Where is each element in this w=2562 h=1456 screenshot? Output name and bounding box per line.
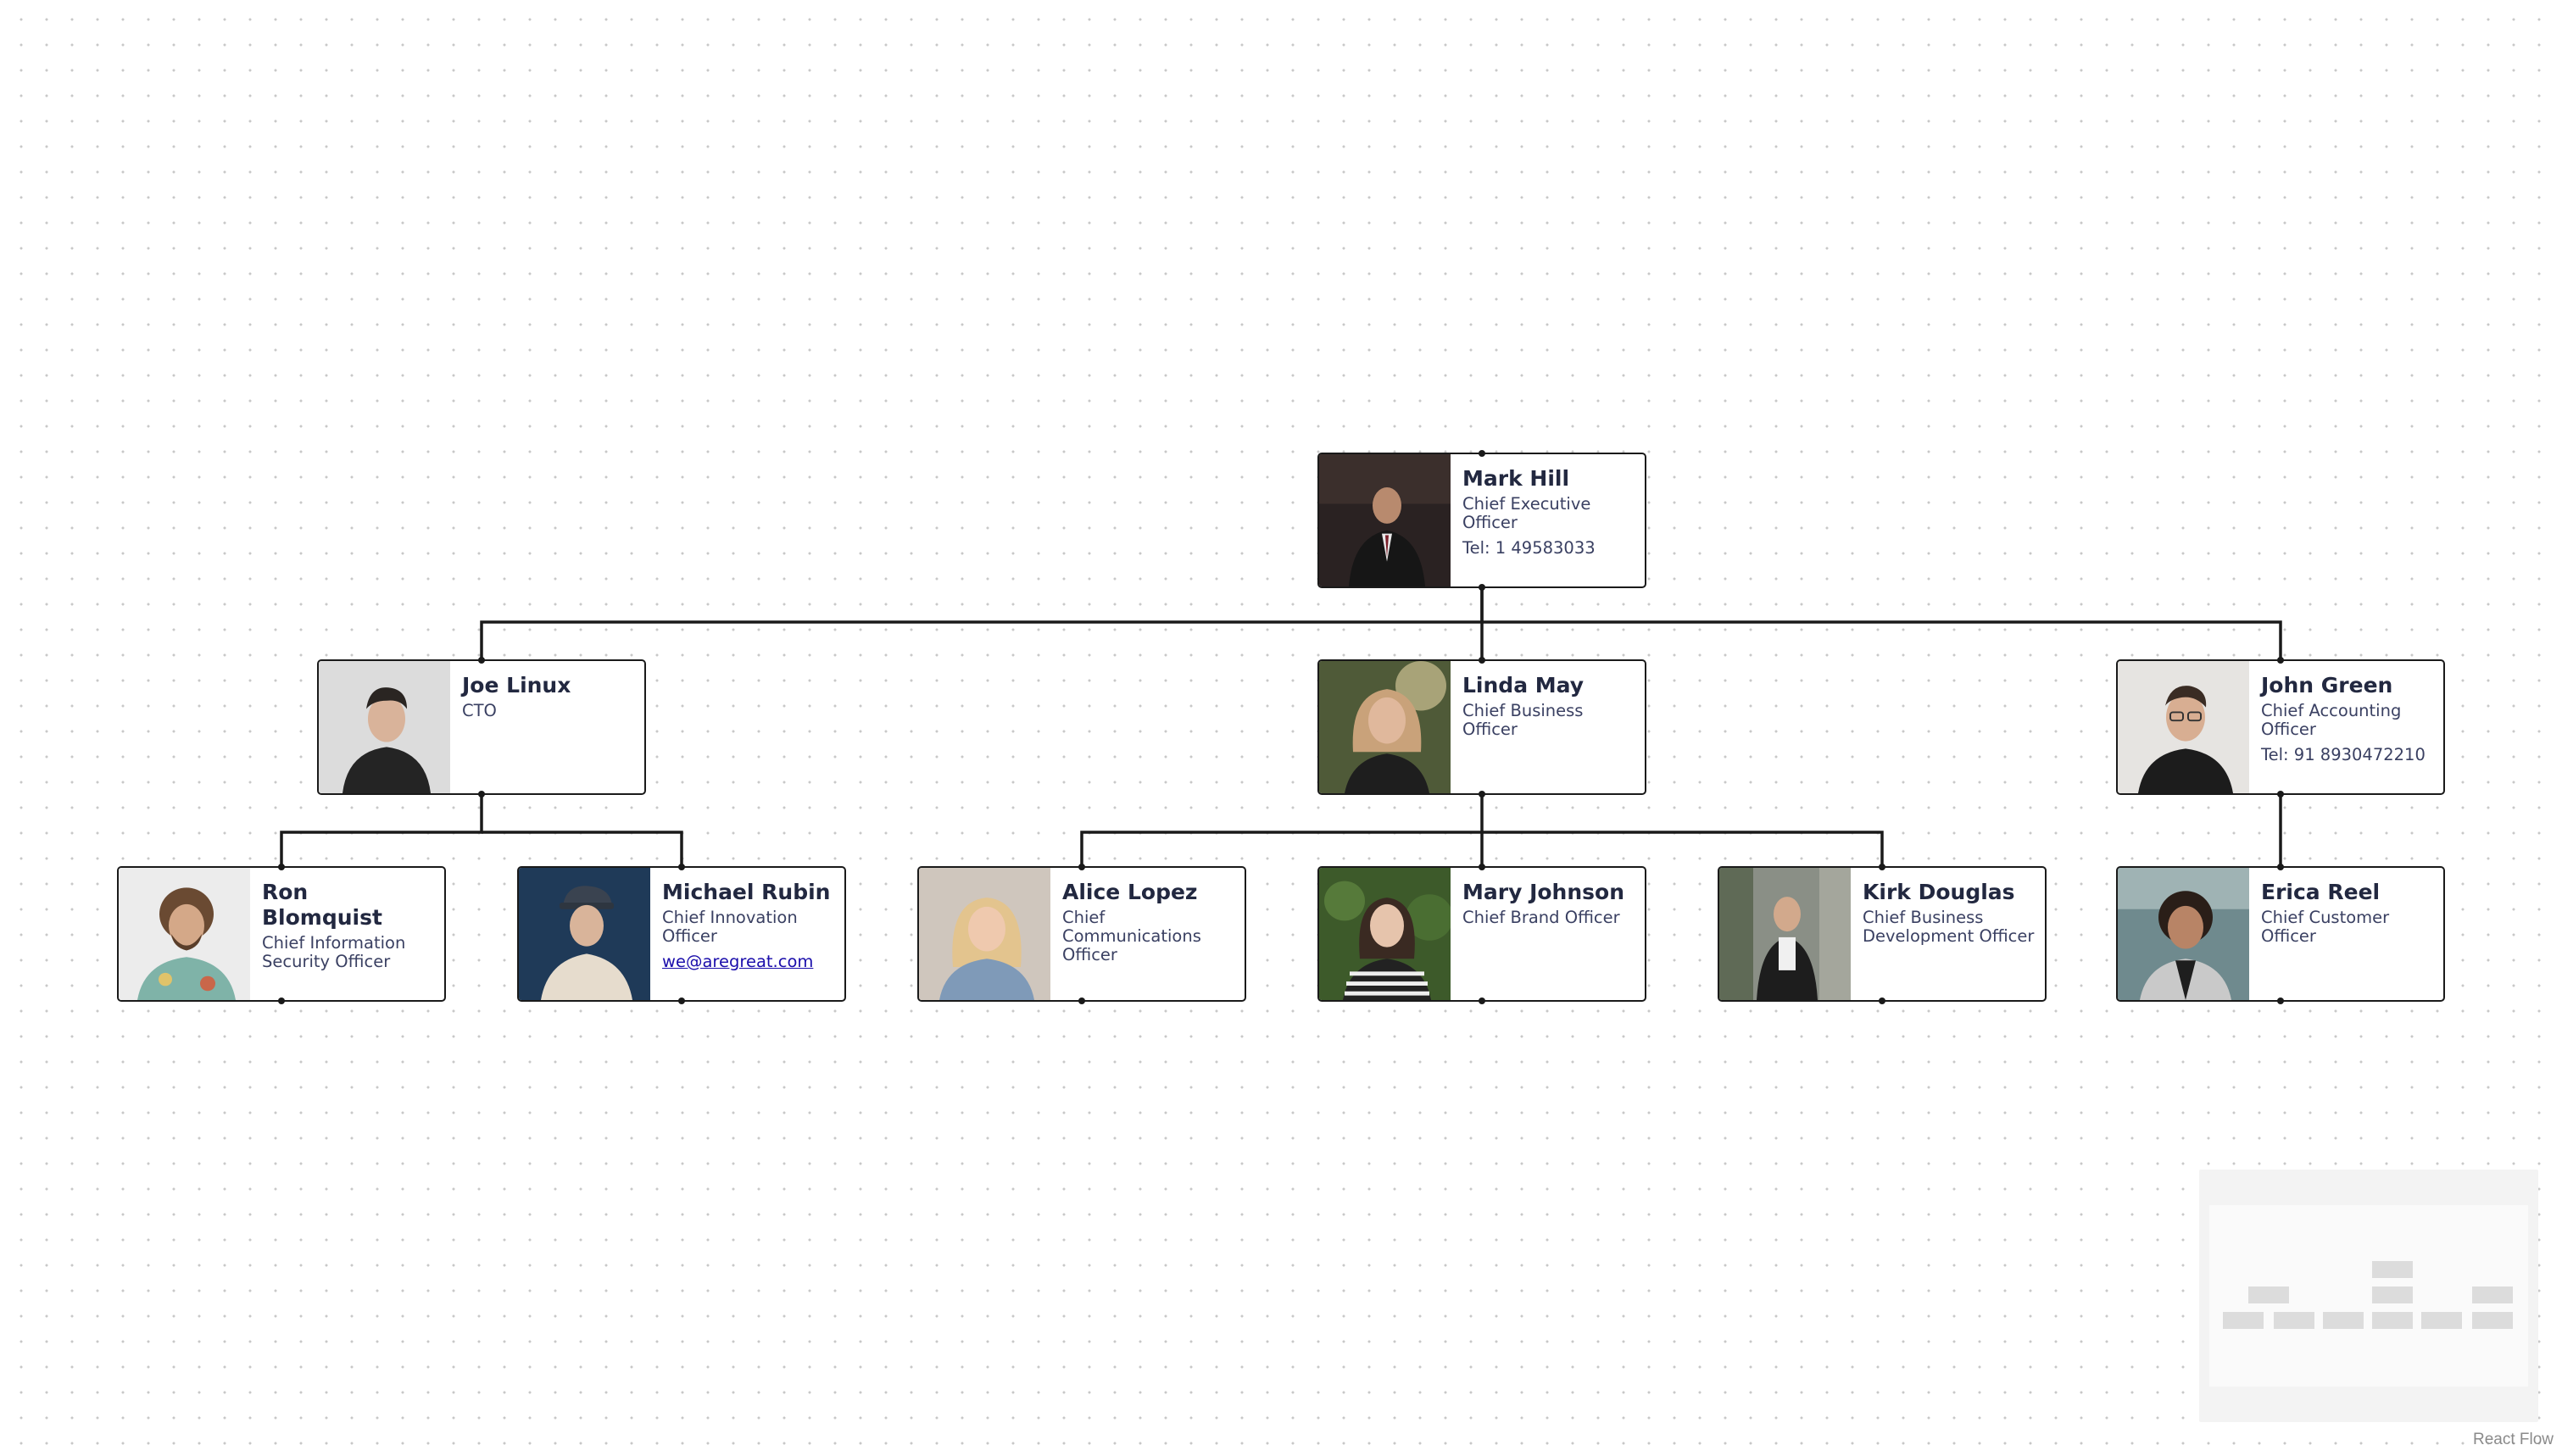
target-handle[interactable] (1479, 657, 1485, 664)
node-michael-rubin[interactable]: Michael Rubin Chief Innovation Officer w… (517, 864, 846, 1004)
minimap-node-ron (2223, 1312, 2264, 1329)
minimap-node-erica (2472, 1312, 2513, 1329)
node-alice-lopez[interactable]: Alice Lopez Chief Communications Officer (917, 864, 1246, 1004)
kirk-douglas-photo (1719, 868, 1851, 1000)
edge-mark-joe (480, 588, 1484, 659)
source-handle[interactable] (1078, 998, 1085, 1004)
node-phone: Tel: 1 49583033 (1462, 538, 1596, 558)
node-ron-blomquist[interactable]: Ron Blomquist Chief Information Security… (117, 864, 446, 1004)
source-handle[interactable] (278, 998, 285, 1004)
target-handle[interactable] (2277, 864, 2284, 870)
minimap-node-linda (2372, 1287, 2413, 1303)
node-name: Erica Reel (2261, 880, 2381, 904)
source-handle[interactable] (1479, 584, 1485, 591)
target-handle[interactable] (1879, 864, 1885, 870)
node-phone: Tel: 91 8930472210 (2261, 745, 2426, 764)
node-name: Ron Blomquist (262, 880, 382, 930)
node-role: CTO (462, 701, 497, 720)
minimap-node-kirk (2421, 1312, 2462, 1329)
source-handle[interactable] (2277, 791, 2284, 797)
target-handle[interactable] (1078, 864, 1085, 870)
node-kirk-douglas[interactable]: Kirk Douglas Chief Business Development … (1718, 864, 2047, 1004)
erica-reel-photo (2118, 868, 2249, 1000)
node-role: Chief Information Security Officer (262, 933, 406, 971)
node-role: Chief Accounting Officer (2261, 701, 2402, 739)
mary-johnson-photo (1319, 868, 1451, 1000)
michael-rubin-photo (519, 868, 650, 1000)
source-handle[interactable] (1479, 998, 1485, 1004)
source-handle[interactable] (2277, 998, 2284, 1004)
minimap-node-joe (2248, 1287, 2289, 1303)
source-handle[interactable] (478, 791, 485, 797)
node-mary-johnson[interactable]: Mary Johnson Chief Brand Officer (1317, 864, 1646, 1004)
source-handle[interactable] (1879, 998, 1885, 1004)
node-role: Chief Communications Officer (1062, 908, 1201, 964)
node-name: Mary Johnson (1462, 880, 1625, 904)
node-mark-hill[interactable]: Mark Hill Chief Executive Officer Tel: 1… (1317, 450, 1646, 591)
alice-lopez-photo (919, 868, 1050, 1000)
target-handle[interactable] (478, 657, 485, 664)
node-erica-reel[interactable]: Erica Reel Chief Customer Officer (2116, 864, 2445, 1004)
minimap-node-michael (2274, 1312, 2314, 1329)
node-john-green[interactable]: John Green Chief Accounting Officer Tel:… (2116, 657, 2445, 797)
react-flow-attribution[interactable]: React Flow (2472, 1431, 2554, 1448)
ron-blomquist-photo (119, 868, 250, 1000)
minimap-node-alice (2323, 1312, 2364, 1329)
node-role: Chief Business Development Officer (1863, 908, 2035, 946)
target-handle[interactable] (2277, 657, 2284, 664)
minimap-node-mark (2372, 1261, 2413, 1278)
node-linda-may[interactable]: Linda May Chief Business Officer (1317, 657, 1646, 797)
minimap[interactable] (2199, 1170, 2538, 1422)
node-role: Chief Business Officer (1462, 701, 1584, 739)
node-joe-linux[interactable]: Joe Linux CTO (317, 657, 646, 797)
edge-linda-alice (1080, 795, 1484, 866)
node-role: Chief Innovation Officer (662, 908, 798, 946)
edge-joe-ron (280, 795, 483, 866)
node-name: Michael Rubin (662, 880, 831, 904)
target-handle[interactable] (678, 864, 685, 870)
john-green-photo (2118, 661, 2249, 793)
node-name: Alice Lopez (1062, 880, 1198, 904)
node-role: Chief Customer Officer (2261, 908, 2390, 946)
target-handle[interactable] (278, 864, 285, 870)
node-role: Chief Executive Officer (1462, 494, 1591, 532)
node-name: Mark Hill (1462, 466, 1570, 491)
node-role: Chief Brand Officer (1462, 908, 1620, 927)
target-handle[interactable] (1479, 450, 1485, 457)
source-handle[interactable] (678, 998, 685, 1004)
edge-linda-kirk (1482, 831, 1884, 866)
minimap-node-mary (2372, 1312, 2413, 1329)
edge-mark-john (1482, 620, 2282, 659)
node-name: John Green (2261, 673, 2393, 697)
linda-may-photo (1319, 661, 1451, 793)
source-handle[interactable] (1479, 791, 1485, 797)
minimap-node-john (2472, 1287, 2513, 1303)
email-link[interactable]: we@aregreat.com (662, 952, 814, 971)
node-name: Kirk Douglas (1863, 880, 2015, 904)
node-name: Linda May (1462, 673, 1585, 697)
target-handle[interactable] (1479, 864, 1485, 870)
joe-linux-photo (319, 661, 450, 793)
mark-hill-photo (1319, 454, 1451, 586)
edge-joe-michael (482, 831, 683, 866)
node-name: Joe Linux (462, 673, 571, 697)
